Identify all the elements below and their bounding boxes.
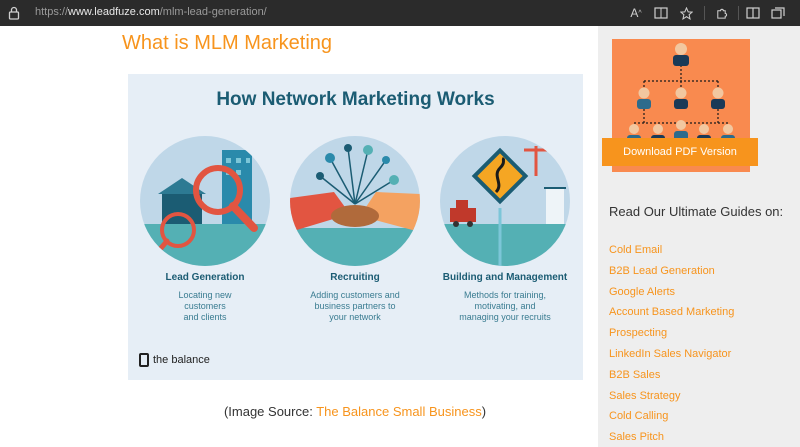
guides-heading: Read Our Ultimate Guides on: (609, 204, 784, 219)
guide-link-cold-calling[interactable]: Cold Calling (609, 410, 669, 422)
lock-icon[interactable] (8, 6, 20, 20)
panel-heading-building-management: Building and Management (442, 272, 568, 283)
the-balance-logo-icon (139, 353, 149, 367)
read-aloud-sup: ^ (638, 9, 642, 17)
panel-description-recruiting: Adding customers and business partners t… (280, 290, 430, 323)
read-aloud-label: A (630, 6, 639, 20)
url-prefix: https:// (35, 6, 69, 18)
panel-description-line: motivating, and (474, 301, 536, 311)
panel-description-lead-generation: Locating new customers and clients (130, 290, 280, 323)
magnifier-buildings-icon (140, 150, 270, 266)
panel-heading-lead-generation: Lead Generation (165, 272, 245, 283)
road-sign-crane-icon (440, 146, 570, 266)
guide-link-b2b-sales[interactable]: B2B Sales (609, 369, 661, 381)
url-path: /mlm-lead-generation/ (159, 6, 267, 18)
guide-link-cold-email[interactable]: Cold Email (609, 244, 663, 256)
panel-description-line: managing your recruits (459, 312, 551, 322)
panel-description-line: Adding customers and (310, 290, 400, 300)
panel-description-line: your network (329, 312, 381, 322)
read-aloud-icon[interactable]: A^ (627, 4, 645, 22)
the-balance-logo-text: the balance (153, 354, 210, 366)
toolbar-divider (738, 6, 739, 20)
person-figure (627, 43, 735, 145)
reader-view-icon[interactable] (652, 4, 670, 22)
guide-link-sales-strategy[interactable]: Sales Strategy (609, 390, 681, 402)
url-domain: www.leadfuze.com (68, 6, 160, 18)
extensions-icon[interactable] (712, 4, 730, 22)
recruiting-illustration (290, 136, 420, 266)
split-screen-icon[interactable] (744, 4, 762, 22)
favorite-star-icon[interactable] (677, 4, 695, 22)
guide-link-linkedin-sales-navigator[interactable]: LinkedIn Sales Navigator (609, 348, 732, 360)
guide-link-b2b-lead-generation[interactable]: B2B Lead Generation (609, 265, 715, 277)
lead-generation-illustration (140, 136, 270, 266)
infographic-title: How Network Marketing Works (216, 89, 495, 110)
panel-description-line: customers (184, 301, 226, 311)
building-management-illustration (440, 136, 570, 266)
caption-suffix: ) (481, 404, 487, 419)
panel-description-line: and clients (183, 312, 227, 322)
image-caption: (Image Source: The Balance Small Busines… (0, 404, 710, 419)
web-page: What is MLM Marketing How Network Market… (0, 26, 800, 447)
collections-icon[interactable] (769, 4, 787, 22)
caption-prefix: (Image Source: (223, 404, 317, 419)
panel-description-line: Locating new (178, 290, 232, 300)
sidebar: Download PDF Version Read Our Ultimate G… (598, 26, 800, 447)
the-balance-logo: the balance (139, 353, 210, 367)
infographic-image: How Network Marketing Works (128, 74, 583, 380)
guide-link-sales-pitch[interactable]: Sales Pitch (609, 431, 665, 443)
guide-link-google-alerts[interactable]: Google Alerts (609, 286, 676, 298)
download-pdf-button[interactable]: Download PDF Version (602, 138, 758, 166)
panel-heading-recruiting: Recruiting (330, 272, 380, 283)
guide-link-prospecting[interactable]: Prospecting (609, 327, 668, 339)
panel-description-line: business partners to (314, 301, 396, 311)
guide-link-account-based-marketing[interactable]: Account Based Marketing (609, 306, 735, 318)
panel-description-building-management: Methods for training, motivating, and ma… (430, 290, 580, 323)
image-source-link[interactable]: The Balance Small Business (316, 404, 482, 419)
toolbar-divider (704, 6, 705, 20)
article-heading: What is MLM Marketing (122, 32, 333, 54)
panel-description-line: Methods for training, (463, 290, 547, 300)
handshake-network-icon (290, 144, 420, 266)
browser-toolbar: https://www.leadfuze.com/mlm-lead-genera… (0, 0, 800, 26)
address-bar[interactable]: https://www.leadfuze.com/mlm-lead-genera… (35, 6, 267, 18)
